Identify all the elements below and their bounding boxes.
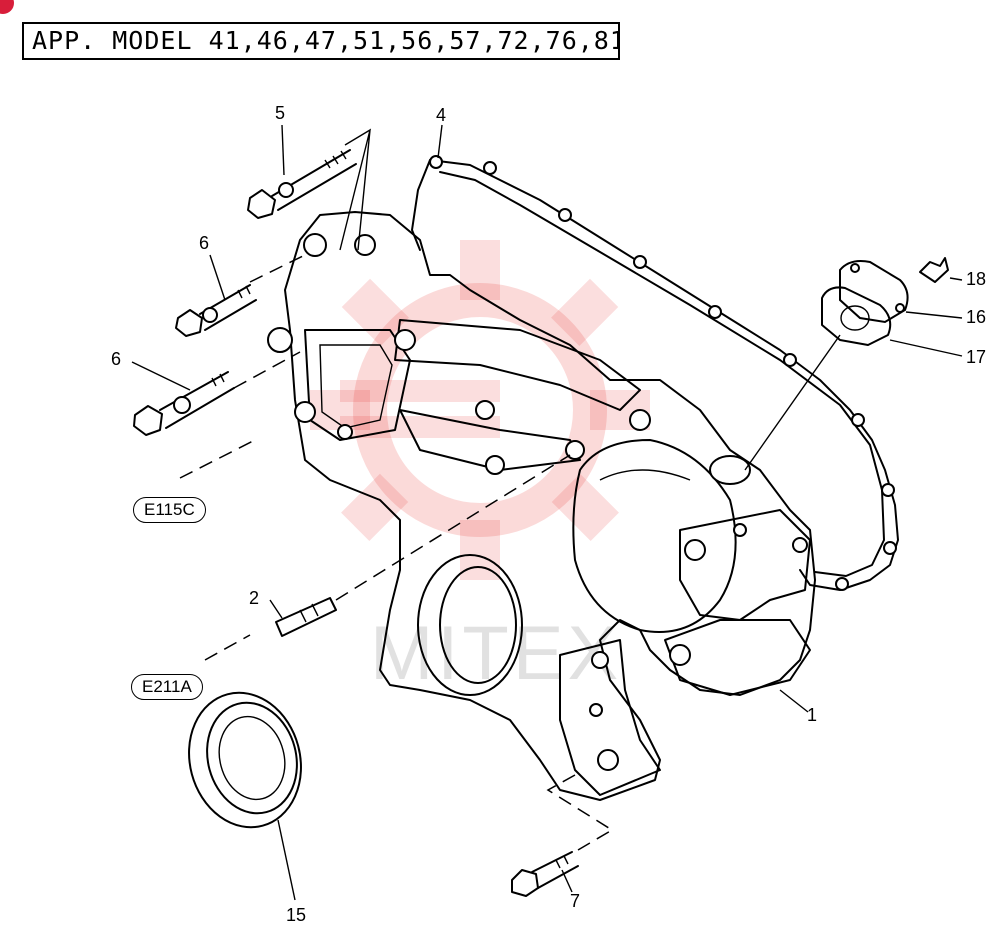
callout-5: 5 — [275, 103, 286, 123]
oil-seal-icon — [188, 691, 302, 829]
lower-leg — [559, 639, 661, 796]
callout-2: 2 — [249, 588, 260, 608]
gasket-outline — [429, 159, 899, 591]
callout-6-lower: 6 — [111, 349, 122, 369]
cross-bar-bosses — [394, 329, 651, 475]
bolt-5-icon — [247, 149, 357, 219]
cover-dome — [572, 439, 737, 633]
upper-block-holes — [267, 233, 376, 440]
reference-tag-e211a[interactable]: E211A — [131, 674, 203, 700]
cover-gasket — [821, 286, 892, 346]
bolt-7-icon — [511, 851, 579, 897]
reference-tag-e115c[interactable]: E115C — [133, 497, 206, 523]
watermark-text: MITEX — [370, 611, 623, 696]
callout-17: 17 — [966, 347, 987, 367]
callout-4: 4 — [436, 105, 447, 125]
bolt-6-upper-icon — [175, 284, 257, 337]
gasket-left-edge — [411, 159, 431, 251]
callout-1: 1 — [807, 705, 818, 725]
case-outline — [284, 211, 816, 801]
cover-dome-inner — [599, 469, 691, 481]
stud-2-icon — [275, 597, 337, 637]
applicable-models-text: APP. MODEL 41,46,47,51,56,57,72,76,81 — [32, 26, 620, 55]
callout-16: 16 — [966, 307, 987, 327]
seal-bore-outer — [417, 554, 523, 696]
callout-7: 7 — [570, 891, 581, 911]
alignment-lines — [179, 254, 614, 851]
callout-15: 15 — [286, 905, 307, 925]
gasket-inner — [439, 171, 885, 577]
side-block-lower — [664, 619, 811, 696]
bolt-6-lower-icon — [133, 371, 235, 436]
callout-6-upper: 6 — [199, 233, 210, 253]
leader-lines — [131, 124, 963, 901]
applicable-models-header: APP. MODEL 41,46,47,51,56,57,72,76,81 — [22, 22, 620, 60]
upper-block-inner — [319, 344, 393, 429]
bolt-18 — [919, 257, 949, 283]
corner-badge — [0, 0, 14, 14]
cross-bar-top — [394, 319, 641, 411]
access-port — [709, 455, 751, 485]
callout-18: 18 — [966, 269, 987, 289]
seal-bore-inner — [439, 566, 517, 684]
cross-bar-lower — [399, 409, 581, 471]
side-block — [679, 509, 811, 621]
port-leader — [744, 334, 841, 471]
